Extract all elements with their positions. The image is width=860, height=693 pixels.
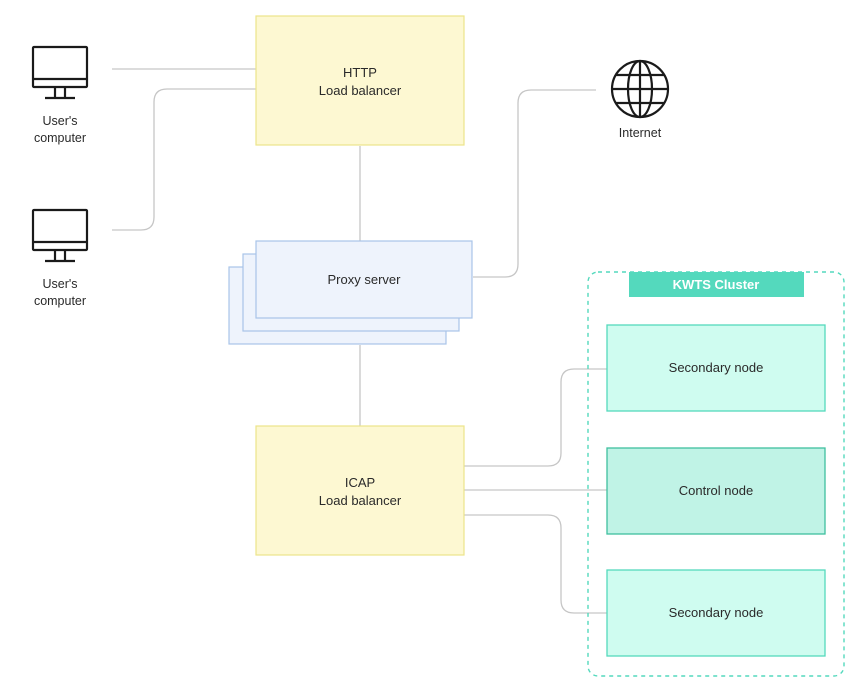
- globe-icon: [610, 59, 670, 119]
- proxy-server-stack: Proxy server: [228, 240, 473, 345]
- internet: Internet: [610, 59, 670, 140]
- users-computer-1: User's computer: [31, 45, 89, 145]
- http-load-balancer-box: [255, 15, 465, 146]
- kwts-cluster-border: [587, 271, 845, 677]
- kwts-cluster: KWTS Cluster Secondary node Control node…: [587, 271, 845, 677]
- secondary-node-label: Secondary node: [669, 360, 764, 375]
- users-computer-1-line1: User's: [42, 114, 77, 128]
- cluster-node-secondary-1: Secondary node: [606, 324, 826, 412]
- control-node-label: Control node: [679, 483, 753, 498]
- connector-icap-secondary2: [464, 514, 607, 614]
- internet-label: Internet: [619, 126, 662, 140]
- proxy-server-label: Proxy server: [328, 272, 402, 287]
- icap-load-balancer-title: ICAP: [345, 475, 375, 490]
- secondary-node-box: [606, 324, 826, 412]
- proxy-server-box: [255, 240, 473, 319]
- http-load-balancer: HTTP Load balancer: [255, 15, 465, 146]
- cluster-node-secondary-2: Secondary node: [606, 569, 826, 657]
- connector-icap-secondary1: [464, 368, 607, 467]
- monitor-icon: [31, 45, 89, 100]
- secondary-node-label: Secondary node: [669, 605, 764, 620]
- users-computer-2-line1: User's: [42, 277, 77, 291]
- users-computer-1-line2: computer: [34, 131, 86, 145]
- http-load-balancer-title: HTTP: [343, 65, 377, 80]
- monitor-icon: [31, 208, 89, 263]
- users-computer-2: User's computer: [31, 208, 89, 308]
- secondary-node-box: [606, 569, 826, 657]
- users-computer-2-line2: computer: [34, 294, 86, 308]
- http-load-balancer-subtitle: Load balancer: [319, 83, 402, 98]
- cluster-node-control: Control node: [606, 447, 826, 535]
- kwts-cluster-title: KWTS Cluster: [673, 277, 760, 292]
- kwts-cluster-tag: [629, 272, 804, 297]
- connector-computer2-http: [112, 88, 256, 231]
- icap-load-balancer-subtitle: Load balancer: [319, 493, 402, 508]
- icap-load-balancer-box: [255, 425, 465, 556]
- icap-load-balancer: ICAP Load balancer: [255, 425, 465, 556]
- control-node-box: [606, 447, 826, 535]
- connectors: [112, 68, 607, 614]
- connector-proxy-internet: [473, 89, 596, 278]
